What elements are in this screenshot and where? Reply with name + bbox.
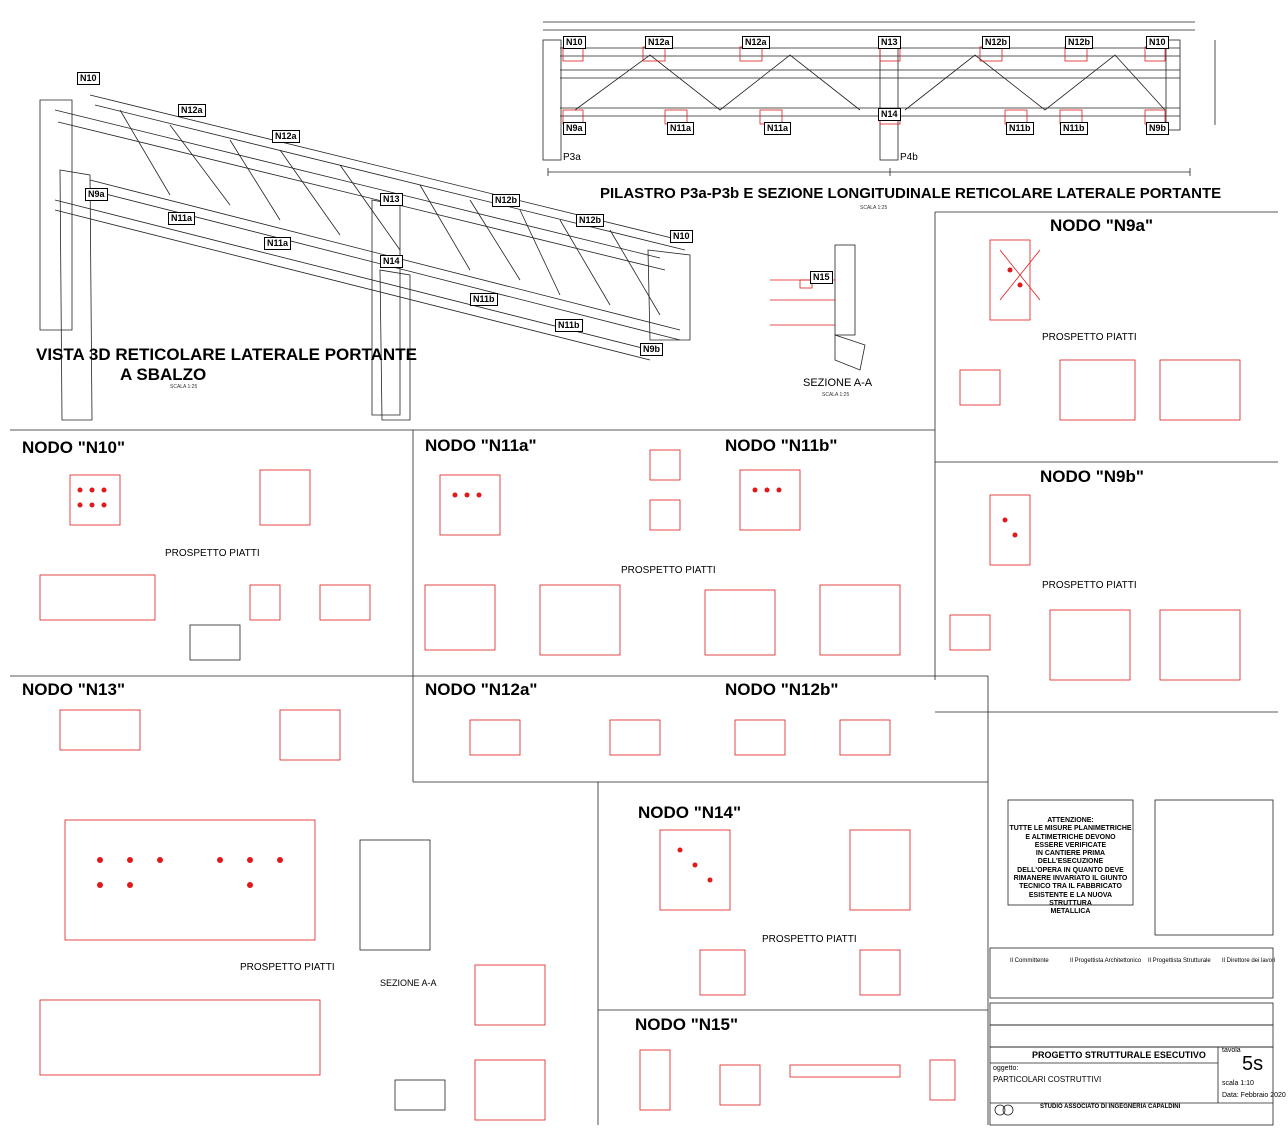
bolt-dots [77, 267, 1023, 888]
tag-sec-n11a-b: N11a [764, 122, 792, 135]
label-p4b: P4b [900, 152, 918, 163]
tag-3d-n12b-a: N12b [492, 194, 521, 207]
attenzione-box: ATTENZIONE: TUTTE LE MISURE PLANIMETRICH… [1008, 817, 1133, 917]
tag-sec-n11b-a: N11b [1006, 122, 1034, 135]
sezione-aa-drawing [770, 244, 866, 371]
sezione-aa-title: SEZIONE A-A [803, 377, 873, 389]
panel-lines [10, 211, 1278, 1125]
scala-value: scala 1:10 [1222, 1080, 1254, 1087]
tag-sec-n12a-a: N12a [645, 36, 673, 49]
tag-3d-n10-b: N10 [670, 230, 693, 243]
vista3d-title-line1: VISTA 3D RETICOLARE LATERALE PORTANTE [36, 345, 417, 364]
tag-3d-n11b-b: N11b [555, 319, 583, 332]
attenzione-line-8: TECNICO TRA IL FABBRICATO [1019, 883, 1122, 891]
oggetto-label: oggetto: [993, 1065, 1019, 1072]
nodo-n10-title: NODO "N10" [22, 438, 126, 457]
vista3d-scale: SCALA 1:25 [170, 384, 198, 390]
nodo-n9b-title: NODO "N9b" [1040, 467, 1144, 486]
tag-3d-n12a-b: N12a [272, 130, 300, 143]
n11-prospetto-piatti: PROSPETTO PIATTI [621, 565, 716, 576]
attenzione-line-3: ESSERE VERIFICATE [1034, 841, 1107, 849]
tavola-label: tavola [1222, 1047, 1241, 1054]
node-details-red [39, 239, 1241, 1121]
n14-prospetto-piatti: PROSPETTO PIATTI [762, 934, 857, 945]
n13-prospetto-piatti: PROSPETTO PIATTI [240, 962, 335, 973]
sezione-aa-scale: SCALA 1:25 [822, 392, 850, 398]
nodo-n11b-title: NODO "N11b" [725, 436, 838, 455]
attenzione-line-7: RIMANERE INVARIATO IL GIUNTO [1013, 875, 1128, 883]
attenzione-line-5: DELL'ESECUZIONE [1037, 858, 1104, 866]
tag-3d-n9a: N9a [85, 188, 108, 201]
tag-sec-n14: N14 [878, 108, 901, 121]
nodo-n12b-title: NODO "N12b" [725, 680, 839, 699]
nodo-n12a-title: NODO "N12a" [425, 680, 538, 699]
tag-sec-n10-a: N10 [563, 36, 586, 49]
tag-3d-n10-a: N10 [77, 72, 100, 85]
project-title: PROGETTO STRUTTURALE ESECUTIVO [1032, 1050, 1206, 1060]
n10-prospetto-piatti: PROSPETTO PIATTI [165, 548, 260, 559]
tag-sec-n9a: N9a [563, 122, 586, 135]
studio-name: STUDIO ASSOCIATO DI INGEGNERIA CAPALDINI [1040, 1104, 1181, 1110]
n9a-prospetto-piatti: PROSPETTO PIATTI [1042, 332, 1137, 343]
attenzione-line-6: DELL'OPERA IN QUANTO DEVE [1017, 866, 1124, 874]
signature-progettista-arch: Il Progettista Architettonico [1070, 958, 1142, 964]
tag-3d-n9b: N9b [640, 343, 664, 356]
tag-3d-n11a-a: N11a [168, 212, 196, 225]
attenzione-line-4: IN CANTIERE PRIMA [1035, 850, 1106, 858]
tag-sec-n10-b: N10 [1146, 36, 1169, 49]
tag-3d-n11b-a: N11b [470, 293, 498, 306]
tag-3d-n12b-b: N12b [576, 214, 605, 227]
attenzione-line-2: E ALTIMETRICHE DEVONO [1025, 833, 1116, 841]
pilastro-scale: SCALA 1:25 [860, 205, 888, 211]
nodo-n11a-title: NODO "N11a" [425, 436, 537, 455]
signature-committente: Il Committente [1010, 958, 1049, 964]
tag-3d-n12a-a: N12a [178, 104, 206, 117]
data-value: Data: Febbraio 2020 [1222, 1092, 1286, 1099]
n13-sezione-aa: SEZIONE A-A [380, 978, 437, 988]
label-p3a: P3a [563, 152, 581, 163]
tag-3d-n11a-b: N11a [264, 237, 292, 250]
tavola-number: 5s [1242, 1053, 1264, 1075]
attenzione-line-1: TUTTE LE MISURE PLANIMETRICHE [1009, 825, 1132, 833]
nodo-n9a-title: NODO "N9a" [1050, 216, 1154, 235]
tag-sec-n11b-b: N11b [1060, 122, 1088, 135]
tag-sec-n9b: N9b [1146, 122, 1170, 135]
tag-sec-n13: N13 [878, 36, 901, 49]
attenzione-line-9: ESISTENTE E LA NUOVA STRUTTURA [1028, 891, 1113, 907]
signature-direttore: Il Direttore dei lavori [1222, 958, 1276, 964]
nodo-n13-title: NODO "N13" [22, 680, 126, 699]
tag-3d-n14: N14 [380, 255, 403, 268]
nodo-n15-title: NODO "N15" [635, 1015, 739, 1034]
oggetto-value: PARTICOLARI COSTRUTTIVI [993, 1075, 1102, 1084]
titleblock-frames [989, 799, 1274, 1126]
tag-n15: N15 [810, 271, 833, 284]
signature-progettista-strutt: Il Progettista Strutturale [1148, 958, 1211, 964]
tag-sec-n12a-b: N12a [742, 36, 770, 49]
tag-sec-n11a-a: N11a [667, 122, 695, 135]
nodo-n14-title: NODO "N14" [638, 803, 742, 822]
pilastro-title: PILASTRO P3a-P3b E SEZIONE LONGITUDINALE… [600, 185, 1222, 202]
n9b-prospetto-piatti: PROSPETTO PIATTI [1042, 580, 1137, 591]
tag-sec-n12b-b: N12b [1065, 36, 1094, 49]
tag-3d-n13: N13 [380, 193, 403, 206]
attenzione-heading: ATTENZIONE: [1047, 817, 1094, 824]
vista3d-title-line2: A SBALZO [120, 365, 207, 384]
attenzione-line-10: METALLICA [1050, 908, 1091, 916]
tag-sec-n12b-a: N12b [982, 36, 1011, 49]
